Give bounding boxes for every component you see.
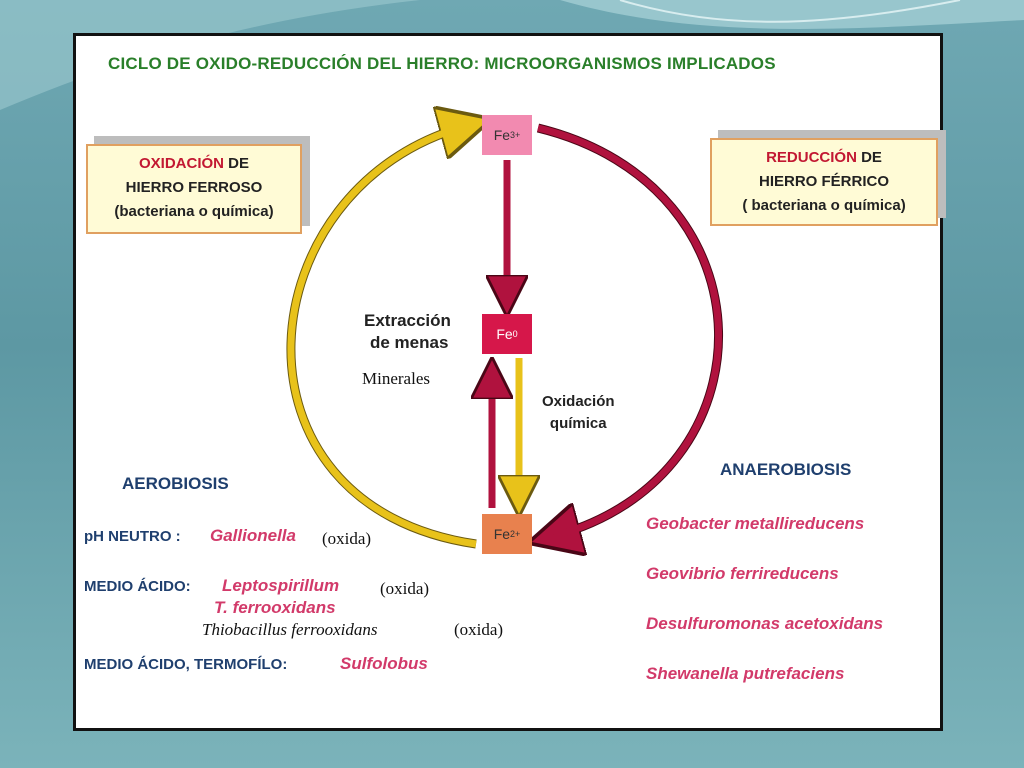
anaerobiosis-heading: ANAEROBIOSIS (720, 460, 852, 479)
organism-thiobacillus: Thiobacillus ferrooxidans (202, 620, 378, 639)
cycle-arrows (286, 36, 723, 728)
organism-shewanella: Shewanella putrefaciens (646, 664, 845, 683)
cond-medio-acido-termofilo: MEDIO ÁCIDO, TERMOFÍLO: (84, 656, 288, 673)
note-leptospirillum: (oxida) (380, 579, 430, 598)
fe3-sup: 3+ (510, 130, 521, 140)
note-gallionella: (oxida) (322, 529, 372, 548)
oxidation-box-line3: (bacteriana o química) (114, 203, 274, 220)
minerales-label: Minerales (362, 369, 430, 388)
reduction-box-line3: ( bacteriana o química) (742, 197, 906, 214)
reduction-arc-arrow (538, 123, 723, 536)
organism-sulfolobus: Sulfolobus (340, 654, 428, 673)
cond-medio-acido: MEDIO ÁCIDO: (84, 578, 191, 595)
note-thiobacillus: (oxida) (454, 620, 504, 639)
oxidation-box: OXIDACIÓN DE HIERRO FERROSO (bacteriana … (86, 144, 302, 234)
organism-desulfuromonas: Desulfuromonas acetoxidans (646, 614, 884, 633)
oxidation-box-de: DE (224, 155, 250, 172)
organism-leptospirillum: Leptospirillum (222, 576, 340, 595)
fe3-base: Fe (493, 127, 511, 143)
reduction-box-de: DE (856, 149, 882, 166)
extraction-line2: de menas (370, 333, 449, 352)
organism-t-ferrooxidans: T. ferrooxidans (214, 598, 336, 617)
fe0-sup: 0 (512, 329, 518, 339)
extraction-line1: Extracción (364, 311, 451, 330)
oxidation-line1: Oxidación (542, 393, 615, 410)
organism-gallionella: Gallionella (210, 526, 296, 545)
fe2-base: Fe (493, 526, 511, 542)
reduction-box: REDUCCIÓN DE HIERRO FÉRRICO ( bacteriana… (710, 138, 938, 226)
organism-geobacter: Geobacter metallireducens (646, 514, 865, 533)
fe2-sup: 2+ (510, 529, 521, 539)
extraction-label: Extracción de menas (364, 310, 451, 354)
reduction-box-highlight: REDUCCIÓN (766, 149, 857, 166)
oxidation-line2: química (549, 415, 607, 432)
fe0-base: Fe (496, 326, 513, 342)
reduction-box-line2: HIERRO FÉRRICO (758, 173, 889, 190)
organism-geovibrio: Geovibrio ferrireducens (646, 564, 839, 583)
oxidation-box-line2: HIERRO FERROSO (125, 179, 263, 196)
oxidation-box-highlight: OXIDACIÓN (138, 155, 224, 172)
chemical-oxidation-label: Oxidación química (542, 391, 615, 435)
cond-ph-neutro: pH NEUTRO : (84, 528, 181, 545)
aerobiosis-heading: AEROBIOSIS (122, 474, 229, 493)
page-title: CICLO DE OXIDO-REDUCCIÓN DEL HIERRO: MIC… (108, 54, 776, 73)
slide: CICLO DE OXIDO-REDUCCIÓN DEL HIERRO: MIC… (73, 33, 943, 731)
